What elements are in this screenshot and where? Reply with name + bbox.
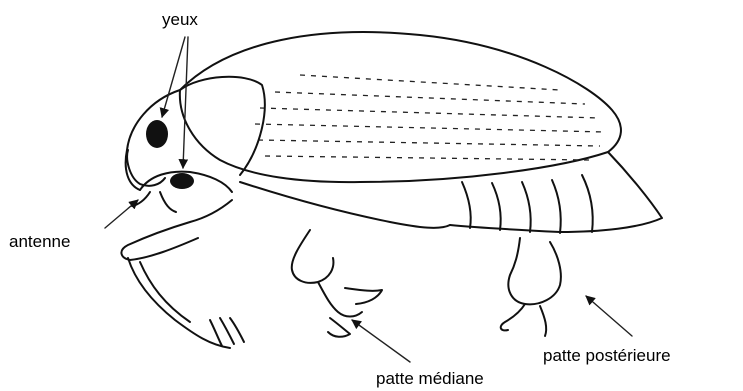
antenna — [132, 192, 176, 212]
elytra — [180, 32, 621, 182]
lower-eye — [170, 173, 194, 189]
mid-leg-arrow — [352, 320, 410, 362]
hind-leg — [501, 238, 561, 336]
label-antenna: antenne — [9, 233, 70, 250]
abdomen — [240, 152, 662, 233]
front-leg — [121, 200, 244, 348]
antenna-arrow — [105, 200, 138, 228]
head — [127, 120, 232, 192]
label-mid-leg: patte médiane — [376, 370, 484, 387]
stipple-line — [255, 124, 605, 132]
elytra-stipple — [255, 75, 605, 160]
stipple-line — [260, 108, 600, 118]
label-eyes: yeux — [162, 11, 198, 28]
middle-leg — [292, 230, 382, 337]
upper-eye — [146, 120, 168, 148]
stipple-line — [300, 75, 560, 90]
hind-leg-arrow — [586, 296, 632, 336]
stipple-line — [258, 140, 600, 146]
stipple-line — [265, 156, 590, 160]
label-hind-leg: patte postérieure — [543, 347, 671, 364]
eyes-arrows — [162, 37, 188, 168]
stipple-line — [275, 92, 585, 104]
